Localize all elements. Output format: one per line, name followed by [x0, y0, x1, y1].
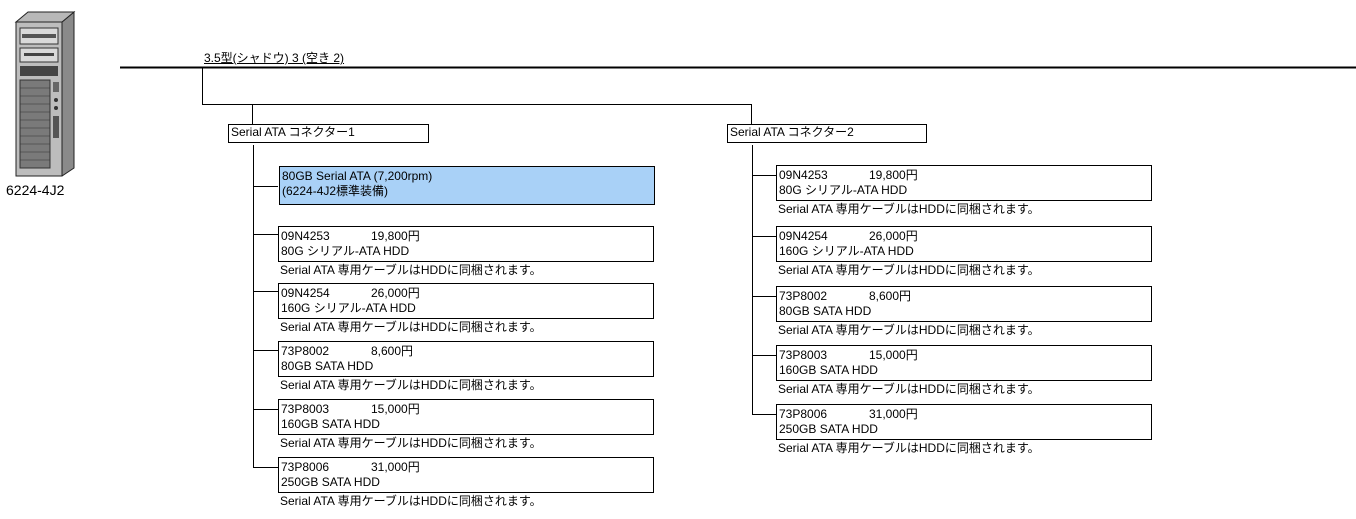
- connector-2-box: Serial ATA コネクター2: [727, 124, 927, 143]
- standard-hdd-line2: (6224-4J2標準装備): [282, 184, 389, 198]
- price: 15,000円: [371, 402, 420, 416]
- hdd-description: 160GB SATA HDD: [779, 363, 878, 377]
- hdd-description: 80GB SATA HDD: [281, 359, 374, 373]
- machine-model-label: 6224-4J2: [6, 182, 65, 198]
- hdd-description: 250GB SATA HDD: [779, 422, 878, 436]
- part-number: 09N4253: [779, 168, 828, 182]
- price: 31,000円: [869, 407, 918, 421]
- cable-note: Serial ATA 専用ケーブルはHDDに同梱されます。: [280, 263, 542, 277]
- hdd-description: 160GB SATA HDD: [281, 417, 380, 431]
- tower-server-icon: [14, 10, 76, 177]
- hdd-description: 250GB SATA HDD: [281, 475, 380, 489]
- price: 19,800円: [371, 229, 420, 243]
- cable-note: Serial ATA 専用ケーブルはHDDに同梱されます。: [778, 263, 1040, 277]
- part-number: 09N4254: [281, 286, 330, 300]
- part-number: 73P8003: [779, 348, 828, 362]
- bay-label: 3.5型(シャドウ) 3 (空き 2): [204, 51, 345, 65]
- cable-note: Serial ATA 専用ケーブルはHDDに同梱されます。: [280, 320, 542, 334]
- hdd-description: 80G シリアル-ATA HDD: [779, 183, 908, 197]
- hdd-description: 80G シリアル-ATA HDD: [281, 244, 410, 258]
- part-number: 73P8003: [281, 402, 330, 416]
- cable-note: Serial ATA 専用ケーブルはHDDに同梱されます。: [778, 382, 1040, 396]
- part-number: 09N4253: [281, 229, 330, 243]
- cable-note: Serial ATA 専用ケーブルはHDDに同梱されます。: [280, 436, 542, 450]
- part-number: 73P8006: [281, 460, 330, 474]
- cable-note: Serial ATA 専用ケーブルはHDDに同梱されます。: [280, 378, 542, 392]
- part-number: 73P8006: [779, 407, 828, 421]
- price: 19,800円: [869, 168, 918, 182]
- cable-note: Serial ATA 専用ケーブルはHDDに同梱されます。: [778, 202, 1040, 216]
- part-number: 73P8002: [779, 289, 828, 303]
- price: 15,000円: [869, 348, 918, 362]
- hdd-description: 160G シリアル-ATA HDD: [281, 301, 416, 315]
- price: 8,600円: [371, 344, 414, 358]
- hdd-description: 80GB SATA HDD: [779, 304, 872, 318]
- cable-note: Serial ATA 専用ケーブルはHDDに同梱されます。: [778, 323, 1040, 337]
- price: 26,000円: [371, 286, 420, 300]
- standard-hdd-box: 80GB Serial ATA (7,200rpm) (6224-4J2標準装備…: [279, 166, 655, 205]
- hdd-description: 160G シリアル-ATA HDD: [779, 244, 914, 258]
- price: 8,600円: [869, 289, 912, 303]
- cable-note: Serial ATA 専用ケーブルはHDDに同梱されます。: [778, 441, 1040, 455]
- standard-hdd-line1: 80GB Serial ATA (7,200rpm): [282, 169, 433, 183]
- part-number: 73P8002: [281, 344, 330, 358]
- price: 31,000円: [371, 460, 420, 474]
- part-number: 09N4254: [779, 229, 828, 243]
- price: 26,000円: [869, 229, 918, 243]
- connector-1-box: Serial ATA コネクター1: [228, 124, 429, 143]
- cable-note: Serial ATA 専用ケーブルはHDDに同梱されます。: [280, 494, 542, 508]
